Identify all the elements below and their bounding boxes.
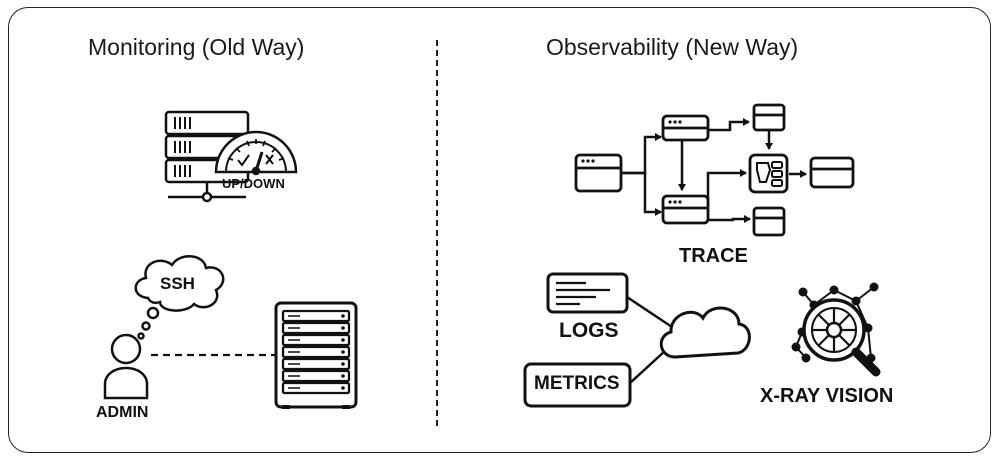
cloud-icon bbox=[659, 306, 751, 359]
xray-vision-label: X-RAY VISION bbox=[760, 385, 894, 407]
trace-diagram bbox=[621, 118, 807, 223]
person-icon bbox=[103, 333, 149, 400]
server-cabinet-icon bbox=[274, 301, 358, 409]
metrics-box bbox=[523, 362, 632, 408]
panel-divider bbox=[436, 40, 438, 426]
monitoring-title: Monitoring (Old Way) bbox=[88, 34, 305, 60]
admin-label: ADMIN bbox=[96, 404, 149, 421]
up-down-label: UP/DOWN bbox=[222, 176, 285, 191]
observability-title: Observability (New Way) bbox=[546, 34, 799, 60]
logs-label: LOGS bbox=[559, 319, 619, 342]
logs-connector bbox=[626, 295, 673, 329]
metrics-connector bbox=[629, 349, 667, 384]
gauge-icon bbox=[214, 130, 298, 176]
trace-label: TRACE bbox=[679, 245, 748, 267]
thought-bubble-icon bbox=[134, 255, 225, 340]
ssh-label: SSH bbox=[160, 274, 195, 293]
logs-document-icon bbox=[546, 272, 629, 314]
diagram-frame bbox=[8, 7, 991, 453]
window-icon bbox=[574, 103, 855, 237]
trace-hub-icon bbox=[756, 161, 783, 187]
metrics-label: METRICS bbox=[534, 373, 620, 394]
magnifier-icon bbox=[802, 298, 881, 377]
